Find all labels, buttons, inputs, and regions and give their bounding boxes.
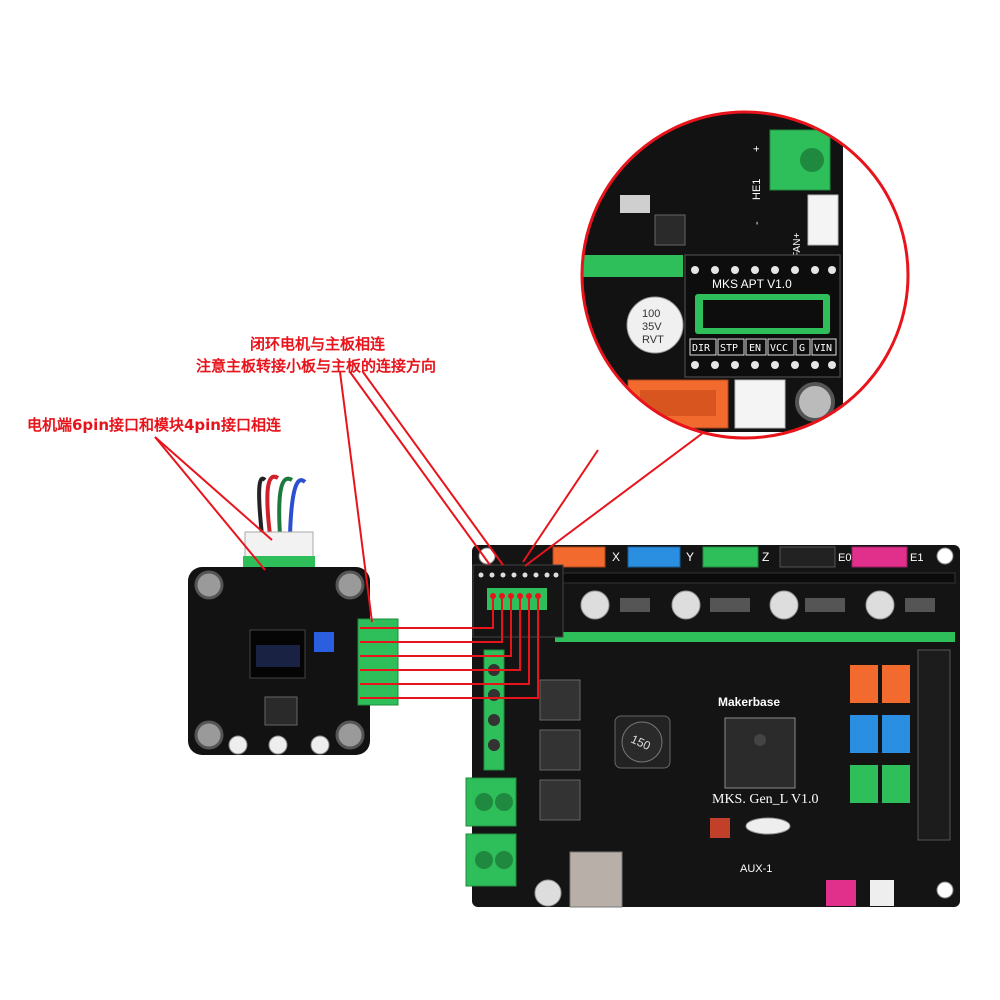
zoom-pin-en: EN	[749, 343, 761, 354]
zoom-header-he1: HE1	[751, 179, 763, 200]
zoom-circle-outline	[580, 110, 910, 440]
annotation-pin-note: 电机端6pin接口和模块4pin接口相连	[27, 416, 281, 434]
axis-label-z: Z	[762, 550, 769, 564]
zoom-pin-vcc: VCC	[770, 343, 788, 354]
zoom-cap-rvt: RVT	[642, 334, 664, 346]
zoom-pin-dir: DIR	[692, 343, 711, 354]
closed-loop-module	[188, 474, 399, 755]
capacitor	[580, 590, 895, 620]
annotation-direction-note: 注意主板转接小板与主板的连接方向	[196, 357, 437, 375]
axis-label-x: X	[612, 550, 620, 564]
axis-label-e1: E1	[910, 552, 923, 564]
mainboard: X Y Z E0 E1	[465, 545, 960, 908]
zoom-header-minus: -	[751, 221, 763, 225]
annotation-main-connect: 闭环电机与主板相连	[250, 335, 386, 353]
aux-label: AUX-1	[740, 863, 772, 875]
zoom-cap-35v: 35V	[642, 321, 662, 333]
brand-label: Makerbase	[718, 695, 780, 709]
zoom-adapter-title: MKS APT V1.0	[712, 277, 792, 291]
connection-wires	[360, 596, 539, 699]
zoom-header-plus: +	[751, 146, 763, 152]
zoom-pin-g: G	[799, 343, 805, 354]
zoom-header-fan: FAN+	[792, 233, 803, 258]
zoom-pin-stp: STP	[720, 343, 738, 354]
axis-label-y: Y	[686, 550, 694, 564]
zoom-cap-100: 100	[642, 308, 660, 320]
adapter-board	[472, 564, 564, 638]
zoom-detail: HE1 + - FAN+ 100 35V RVT MKS APT V1.0	[582, 112, 908, 438]
axis-label-e0: E0	[838, 552, 851, 564]
zoom-pin-vin: VIN	[814, 343, 832, 354]
model-label: MKS. Gen_L V1.0	[712, 792, 819, 807]
